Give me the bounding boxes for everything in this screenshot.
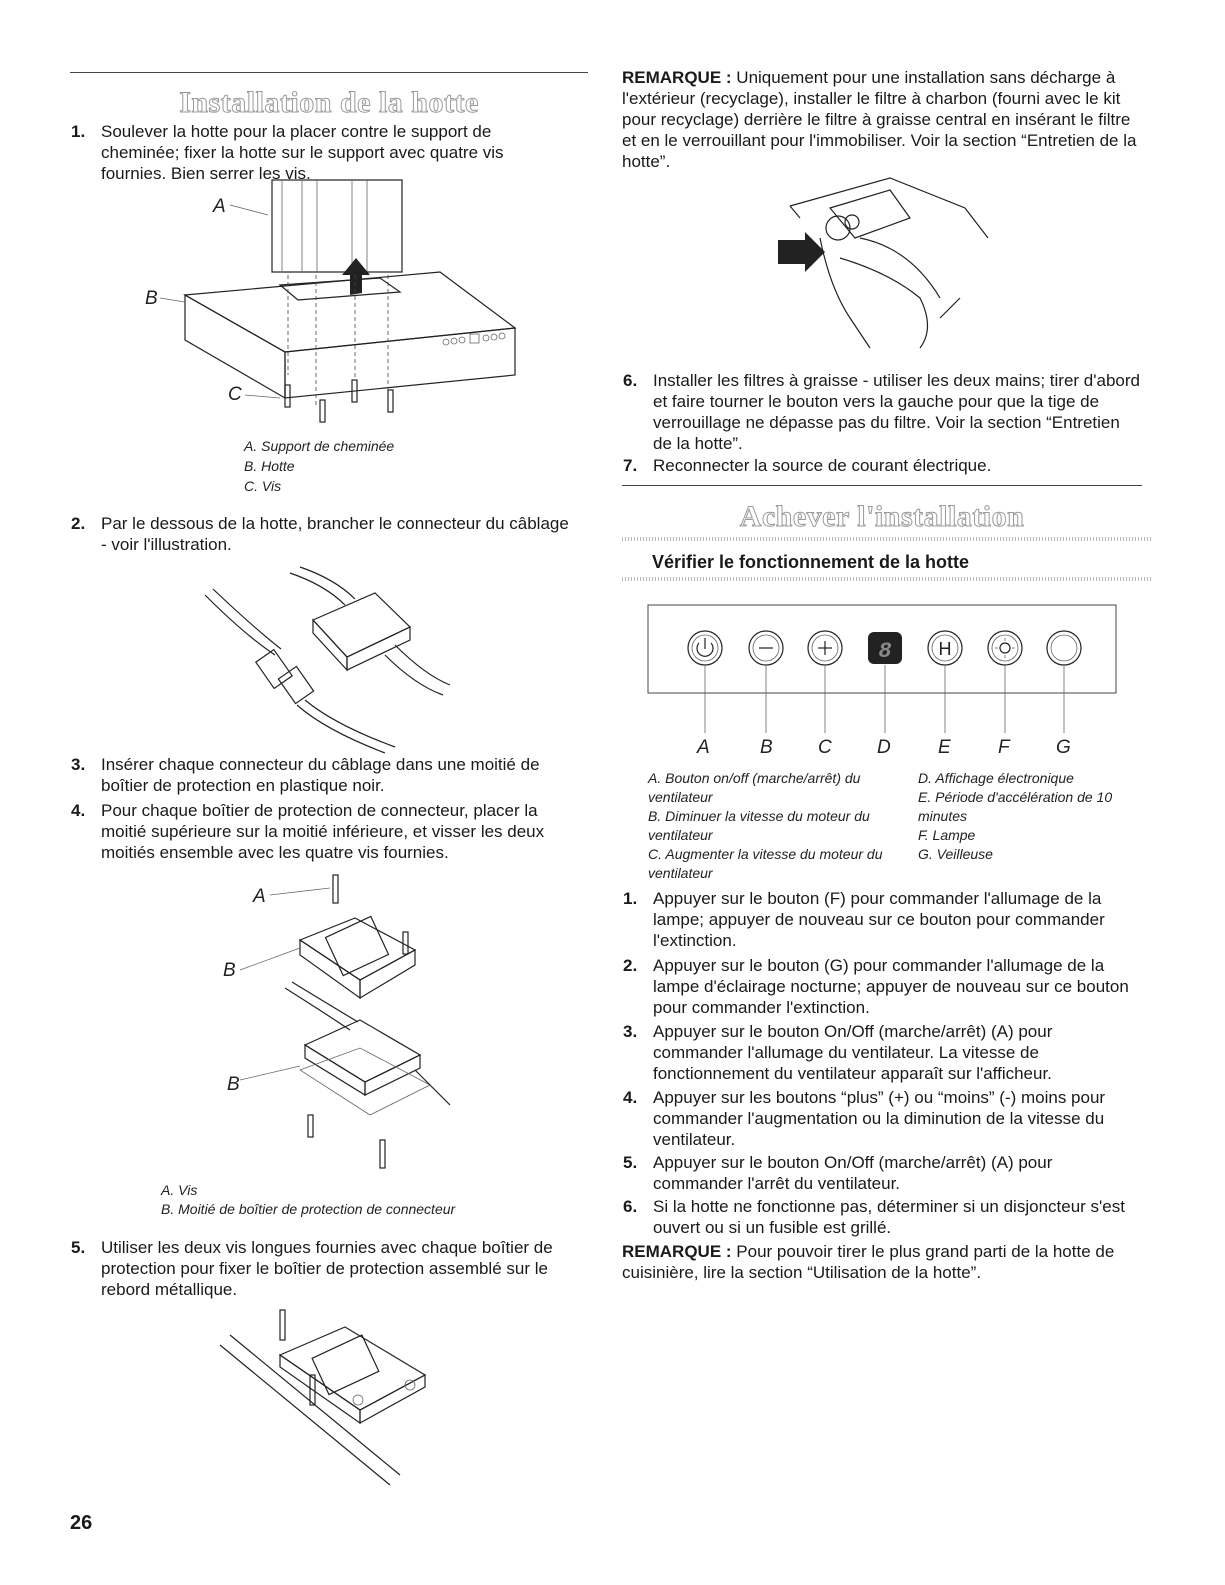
step-text: Soulever la hotte pour la placer contre … [101,122,504,183]
step-text: Installer les filtres à graisse - utilis… [653,371,1140,453]
fig1-caption-a: A. Support de cheminée [244,438,395,454]
top-rule-left [70,72,588,73]
note-label: REMARQUE : [622,68,732,87]
step-4-left: 4. Pour chaque boîtier de protection de … [71,800,571,863]
step-number: 4. [623,1088,638,1107]
panel-caption-d: D. Affichage électronique [918,770,1074,786]
check-step-4: 4. Appuyer sur les boutons “plus” (+) ou… [623,1087,1143,1150]
fig1-label-a: A [213,196,226,217]
step-6-right: 6. Installer les filtres à graisse - uti… [623,370,1143,454]
step-7-right: 7. Reconnecter la source de courant élec… [623,455,1143,476]
step-text: Insérer chaque connecteur du câblage dan… [101,755,540,795]
step-2-left: 2. Par le dessous de la hotte, brancher … [71,513,571,555]
fig1-caption-b: B. Hotte [244,458,295,474]
on-off-button-icon [687,630,723,666]
light-button-icon [987,630,1023,666]
step-3-left: 3. Insérer chaque connecteur du câblage … [71,754,571,796]
step-text: Si la hotte ne fonctionne pas, détermine… [653,1197,1125,1237]
panel-letter-c: C [818,737,832,758]
check-step-1: 1. Appuyer sur le bouton (F) pour comman… [623,888,1143,951]
fig3-label-b-lower: B [227,1074,240,1095]
fig3-label-a: A [253,886,266,907]
step-number: 1. [623,889,638,908]
panel-letter-f: F [998,737,1010,758]
panel-caption-a: A. Bouton on/off (marche/arrêt) du venti… [648,770,861,805]
step-text: Utiliser les deux vis longues fournies a… [101,1238,553,1299]
fig1-label-c: C [228,384,242,405]
chimney-support-illustration [271,179,403,273]
panel-letter-a: A [697,737,710,758]
step-number: 7. [623,456,638,475]
step-number: 6. [623,1197,638,1216]
figure-filter-lock [778,177,989,349]
note-label: REMARQUE : [622,1242,732,1261]
panel-caption-f: F. Lampe [918,827,976,843]
fig3-caption-b: B. Moitié de boîtier de protection de co… [161,1201,456,1217]
figure-housing-mounted [219,1309,427,1486]
fig3-label-b-upper: B [223,960,236,981]
figure-wiring-connector [204,566,451,754]
plus-button-icon [807,630,843,666]
fig1-label-b: B [145,288,158,309]
note-usage: REMARQUE : Pour pouvoir tirer le plus gr… [622,1241,1147,1283]
check-step-6: 6. Si la hotte ne fonctionne pas, déterm… [623,1196,1143,1238]
step-number: 6. [623,371,638,390]
section-title-installation: Installation de la hotte [179,86,479,120]
hood-illustration [183,258,517,405]
panel-caption-b: B. Diminuer la vitesse du moteur du vent… [648,808,870,843]
page-number: 26 [70,1512,93,1534]
panel-caption-e: E. Période d'accélération de 10 minutes [918,789,1113,824]
electronic-display-icon [868,632,902,664]
check-step-3: 3. Appuyer sur le bouton On/Off (marche/… [623,1021,1143,1084]
rule-right [622,485,1142,486]
step-text: Appuyer sur le bouton (F) pour commander… [653,889,1105,950]
step-number: 3. [623,1022,638,1041]
figure-connector-housing [239,874,451,1169]
boost-h-label: H [939,639,952,659]
step-number: 3. [71,755,86,774]
hatch-rule-lower [622,577,1152,581]
fig1-caption-c: C. Vis [244,478,282,494]
step-text: Appuyer sur le bouton On/Off (marche/arr… [653,1153,1053,1193]
screws-illustration [284,379,394,423]
step-text: Reconnecter la source de courant électri… [653,456,992,475]
step-5-left: 5. Utiliser les deux vis longues fournie… [71,1237,581,1300]
check-step-2: 2. Appuyer sur le bouton (G) pour comman… [623,955,1143,1018]
section-title-finish: Achever l'installation [739,500,1025,534]
panel-caption-c: C. Augmenter la vitesse du moteur du ven… [648,846,883,881]
display-digit: 8 [878,639,891,664]
night-light-button-icon [1046,630,1082,666]
control-panel-diagram: 8 H [647,604,1117,733]
panel-letter-b: B [760,737,773,758]
step-text: Appuyer sur les boutons “plus” (+) ou “m… [653,1088,1106,1149]
fig3-caption-a: A. Vis [161,1182,198,1198]
step-number: 4. [71,801,86,820]
step-number: 2. [71,514,86,533]
step-number: 5. [71,1238,86,1257]
upper-housing-illustration [298,874,417,1000]
step-text: Par le dessous de la hotte, brancher le … [101,514,569,554]
panel-letter-g: G [1056,737,1071,758]
hatch-rule-upper [622,537,1152,541]
step-text: Appuyer sur le bouton On/Off (marche/arr… [653,1022,1053,1083]
note-recycling: REMARQUE : Uniquement pour une installat… [622,67,1147,172]
step-1-left: 1. Soulever la hotte pour la placer cont… [71,121,571,184]
panel-caption-g: G. Veilleuse [918,846,993,862]
panel-letter-e: E [938,737,951,758]
panel-letter-d: D [877,737,891,758]
step-number: 2. [623,956,638,975]
step-number: 5. [623,1153,638,1172]
minus-button-icon [748,630,784,666]
subsection-title: Vérifier le fonctionnement de la hotte [652,552,970,572]
note-text: Pour pouvoir tirer le plus grand parti d… [622,1242,1115,1282]
figure-hood-installation [159,179,517,423]
check-step-5: 5. Appuyer sur le bouton On/Off (marche/… [623,1152,1143,1194]
lower-housing-illustration [299,1019,431,1169]
step-text: Appuyer sur le bouton (G) pour commander… [653,956,1129,1017]
note-text: Uniquement pour une installation sans dé… [622,68,1137,171]
step-text: Pour chaque boîtier de protection de con… [101,801,545,862]
step-number: 1. [71,122,86,141]
